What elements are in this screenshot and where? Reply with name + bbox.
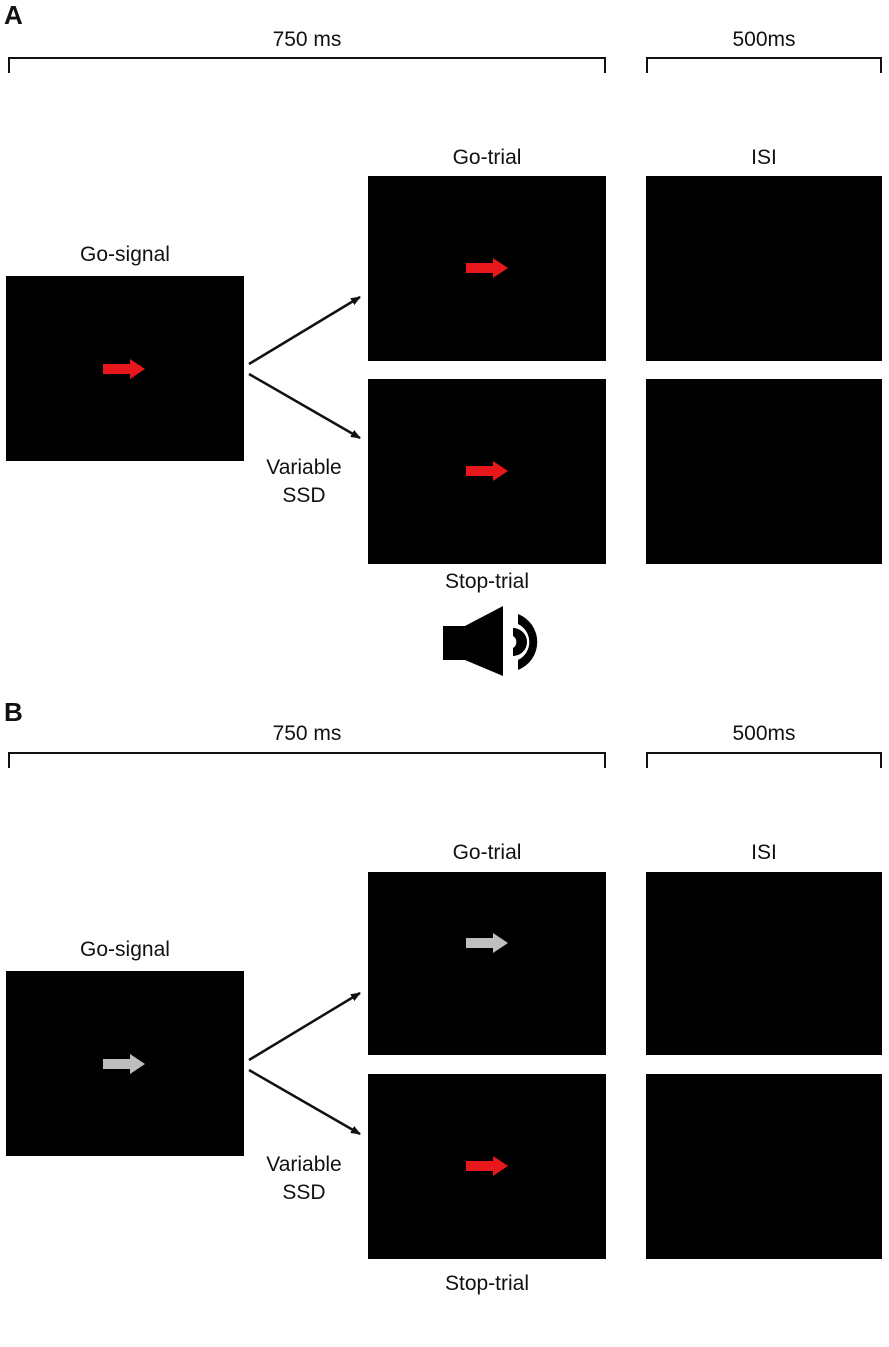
speaker-icon — [443, 606, 538, 676]
go-trial-label: Go-trial — [452, 146, 522, 169]
timeline-bracket-main — [8, 752, 606, 768]
stop-branch-arrow — [248, 1068, 361, 1136]
stop-trial-label: Stop-trial — [444, 1272, 530, 1295]
isi-screen-stop — [646, 1074, 882, 1259]
duration-label-main: 750 ms — [272, 28, 342, 51]
flow-arrows — [248, 991, 361, 1136]
go-trial-label: Go-trial — [452, 841, 522, 864]
duration-label-isi: 500ms — [732, 28, 796, 51]
isi-screen-stop — [646, 379, 882, 564]
go-branch-arrow — [248, 991, 361, 1062]
stop-trial-screen — [368, 379, 606, 564]
go-trial-screen — [368, 872, 606, 1055]
go-trial-screen — [368, 176, 606, 361]
arrow-stimulus-icon — [466, 933, 508, 953]
go-signal-label: Go-signal — [80, 243, 170, 266]
ssd-label-line1: Variable — [266, 456, 342, 479]
go-branch-arrow — [248, 295, 361, 366]
go-signal-screen — [6, 971, 244, 1156]
timeline-bracket-main — [8, 57, 606, 73]
go-signal-screen — [6, 276, 244, 461]
duration-label-isi: 500ms — [732, 722, 796, 745]
panel-a: A 750 ms 500ms Go-signal Go-trial ISI Va… — [0, 0, 889, 676]
stop-trial-screen — [368, 1074, 606, 1259]
timeline-bracket-isi — [646, 57, 882, 73]
panel-b: B 750 ms 500ms Go-signal Go-trial ISI Va… — [0, 697, 889, 1347]
stop-branch-arrow — [248, 372, 361, 440]
arrow-stimulus-icon — [466, 1156, 508, 1176]
isi-screen-go — [646, 872, 882, 1055]
isi-screen-go — [646, 176, 882, 361]
isi-label: ISI — [751, 146, 777, 169]
panel-letter: A — [4, 0, 23, 30]
ssd-label-line2: SSD — [282, 484, 326, 507]
timeline-bracket-isi — [646, 752, 882, 768]
stop-trial-label: Stop-trial — [444, 570, 530, 593]
ssd-label-line2: SSD — [282, 1181, 326, 1204]
arrow-stimulus-icon — [466, 258, 508, 278]
go-signal-label: Go-signal — [80, 938, 170, 961]
panel-letter: B — [4, 697, 23, 727]
arrow-stimulus-icon — [466, 461, 508, 481]
arrow-stimulus-icon — [103, 1054, 145, 1074]
duration-label-main: 750 ms — [272, 722, 342, 745]
arrow-stimulus-icon — [103, 359, 145, 379]
ssd-label-line1: Variable — [266, 1153, 342, 1176]
flow-arrows — [248, 295, 361, 440]
isi-label: ISI — [751, 841, 777, 864]
